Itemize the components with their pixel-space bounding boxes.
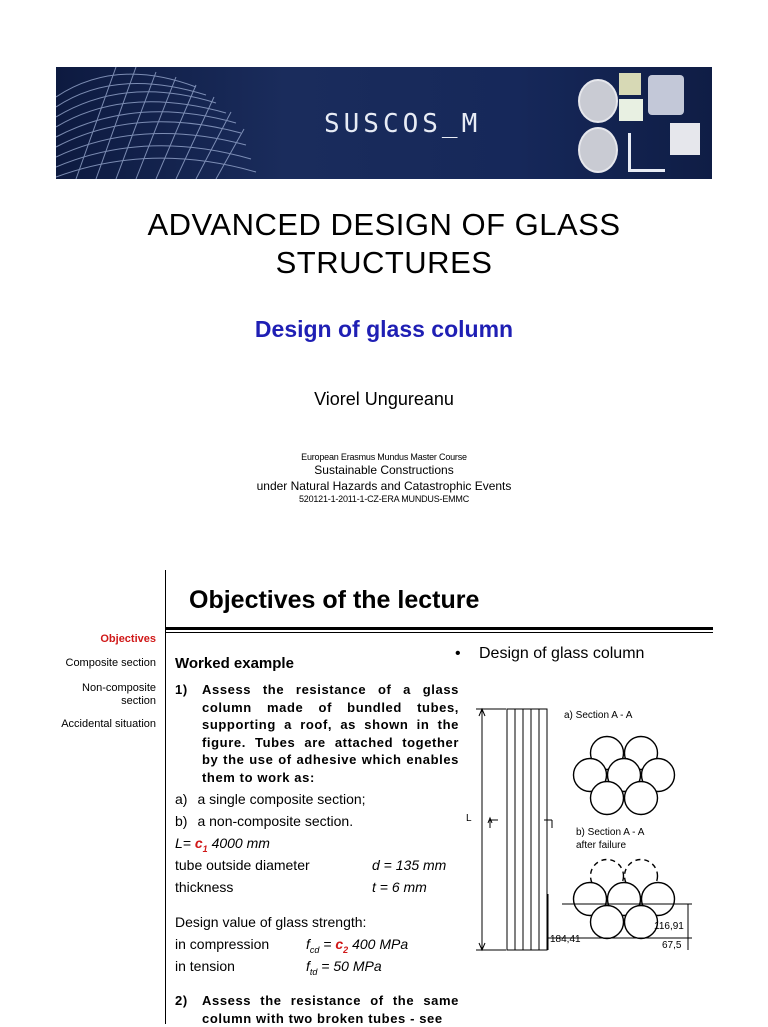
coef-symbol: c xyxy=(194,835,203,851)
length-mark: L xyxy=(466,813,472,824)
sidebar-item-composite-section[interactable]: Composite section xyxy=(65,657,157,669)
course-info: European Erasmus Mundus Master Course Su… xyxy=(0,452,768,504)
option-letter: b) xyxy=(175,813,188,829)
column-length: L= c1 4000 mm xyxy=(175,835,270,854)
tension-number: = 50 MPa xyxy=(321,958,382,974)
banner-brand-text: SUSCOS_M xyxy=(324,109,482,139)
equals-sign: = xyxy=(323,936,332,952)
sidebar-item-non-composite-section[interactable]: Non-composite section xyxy=(16,682,156,708)
title-line-1: ADVANCED DESIGN OF GLASS xyxy=(147,207,621,242)
tension-value: ftd = 50 MPa xyxy=(306,958,382,977)
bullet-icon: • xyxy=(455,645,461,662)
option-a: a) a single composite section; xyxy=(175,791,366,807)
diameter-label: tube outside diameter xyxy=(175,857,310,873)
university-logo xyxy=(619,99,643,121)
sidebar-divider xyxy=(165,570,166,1024)
strength-symbol: f xyxy=(306,958,310,974)
course-program: European Erasmus Mundus Master Course xyxy=(301,452,467,462)
university-logo xyxy=(670,123,700,155)
dimension-right-bottom: 67,5 xyxy=(662,940,682,951)
compression-number: 400 MPa xyxy=(352,936,409,952)
task-number: 2) xyxy=(175,993,188,1008)
length-label: L= xyxy=(175,835,191,851)
sidebar-item-objectives[interactable]: Objectives xyxy=(100,633,156,645)
course-name-line-1: Sustainable Constructions xyxy=(314,463,454,477)
coefficient-c2: c2 xyxy=(335,936,349,955)
bullet-heading: • Design of glass column xyxy=(455,645,644,663)
section-b-label: b) Section A - A xyxy=(576,827,645,838)
strength-symbol: f xyxy=(306,936,310,952)
strength-subscript: td xyxy=(309,966,318,977)
coef-subscript: 2 xyxy=(343,944,349,955)
option-b: b) a non-composite section. xyxy=(175,813,353,829)
section-a-tubes xyxy=(572,735,676,816)
section-b-tubes xyxy=(572,881,676,940)
column-figure: L xyxy=(466,707,692,952)
banner-graphic xyxy=(56,67,257,179)
strength-subscript: cd xyxy=(309,944,320,955)
dimension-right-top: 116,91 xyxy=(654,921,684,932)
coef-subscript: 1 xyxy=(202,843,208,854)
worked-example-label: Worked example xyxy=(175,655,294,672)
strength-heading: Design value of glass strength: xyxy=(175,914,367,930)
header-banner: SUSCOS_M xyxy=(56,67,712,179)
section-b-sub-label: after failure xyxy=(576,840,627,851)
dimension-left: 184,41 xyxy=(550,934,581,945)
option-b-text: a non-composite section. xyxy=(197,813,354,829)
compression-value: fcd = c2 400 MPa xyxy=(306,936,408,955)
presentation-subtitle: Design of glass column xyxy=(254,316,514,342)
sidebar-item-accidental-situation[interactable]: Accidental situation xyxy=(61,718,156,730)
column-elevation xyxy=(506,708,548,951)
university-seal-logo xyxy=(578,79,618,123)
broken-tubes xyxy=(589,858,659,894)
course-code: 520121-1-2011-1-CZ-ERA MUNDUS-EMMC xyxy=(298,494,470,504)
university-seal-logo xyxy=(578,127,618,173)
task-2-body: Assess the resistance of the same column… xyxy=(202,993,459,1026)
heading-rule-thin xyxy=(166,632,713,633)
sidebar-item-label: Non-composite xyxy=(82,682,156,694)
task-2-text: 2) Assess the resistance of the same col… xyxy=(175,992,459,1027)
option-letter: a) xyxy=(175,791,188,807)
title-line-2: STRUCTURES xyxy=(275,245,493,280)
sidebar-item-label: section xyxy=(121,695,156,707)
university-logo xyxy=(619,73,641,95)
option-a-text: a single composite section; xyxy=(197,791,366,807)
section-a-label: a) Section A - A xyxy=(564,710,633,721)
length-value: 4000 mm xyxy=(211,835,270,851)
compression-label: in compression xyxy=(175,936,270,952)
thickness-value: t = 6 mm xyxy=(372,879,427,895)
task-number: 1) xyxy=(175,682,188,697)
task-1-body: Assess the resistance of a glass column … xyxy=(202,682,459,785)
bullet-heading-text: Design of glass column xyxy=(479,645,645,662)
heading-rule xyxy=(166,627,713,630)
tension-label: in tension xyxy=(175,958,235,974)
coef-symbol: c xyxy=(335,936,344,952)
diameter-value: d = 135 mm xyxy=(372,857,447,873)
course-name-line-2: under Natural Hazards and Catastrophic E… xyxy=(256,479,512,493)
task-1-text: 1) Assess the resistance of a glass colu… xyxy=(175,681,459,786)
slide-heading: Objectives of the lecture xyxy=(189,586,480,614)
coefficient-c1: c1 xyxy=(194,835,208,854)
presentation-title: ADVANCED DESIGN OF GLASS STRUCTURES xyxy=(0,206,768,282)
university-logo xyxy=(648,75,684,115)
author-name: Viorel Ungureanu xyxy=(314,389,454,409)
thickness-label: thickness xyxy=(175,879,234,895)
university-logo xyxy=(628,133,665,172)
